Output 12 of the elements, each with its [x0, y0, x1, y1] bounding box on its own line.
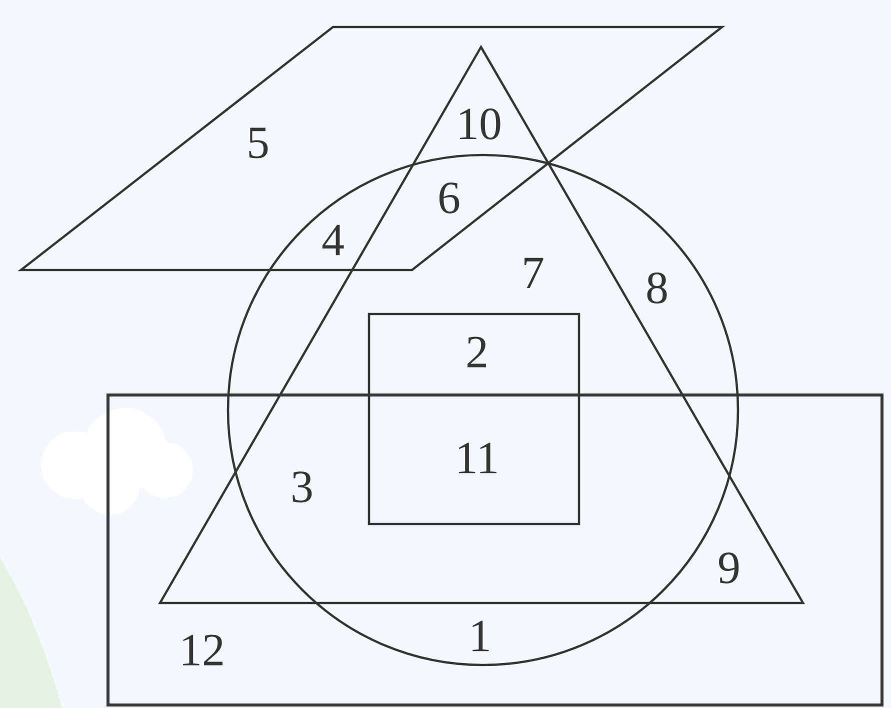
region-number: 5	[249, 128, 268, 158]
region-number: 6	[439, 182, 460, 214]
region-number: 9	[719, 552, 739, 584]
region-number: 12	[183, 634, 222, 666]
region-number: 10	[460, 108, 500, 140]
region-number: 4	[322, 224, 344, 256]
region-number: 2	[468, 336, 486, 368]
region-number: 1	[472, 620, 489, 652]
region-number: 3	[292, 472, 312, 502]
region-number: 8	[647, 272, 667, 304]
region-number: 7	[524, 258, 544, 288]
region-number: 11	[458, 442, 496, 474]
